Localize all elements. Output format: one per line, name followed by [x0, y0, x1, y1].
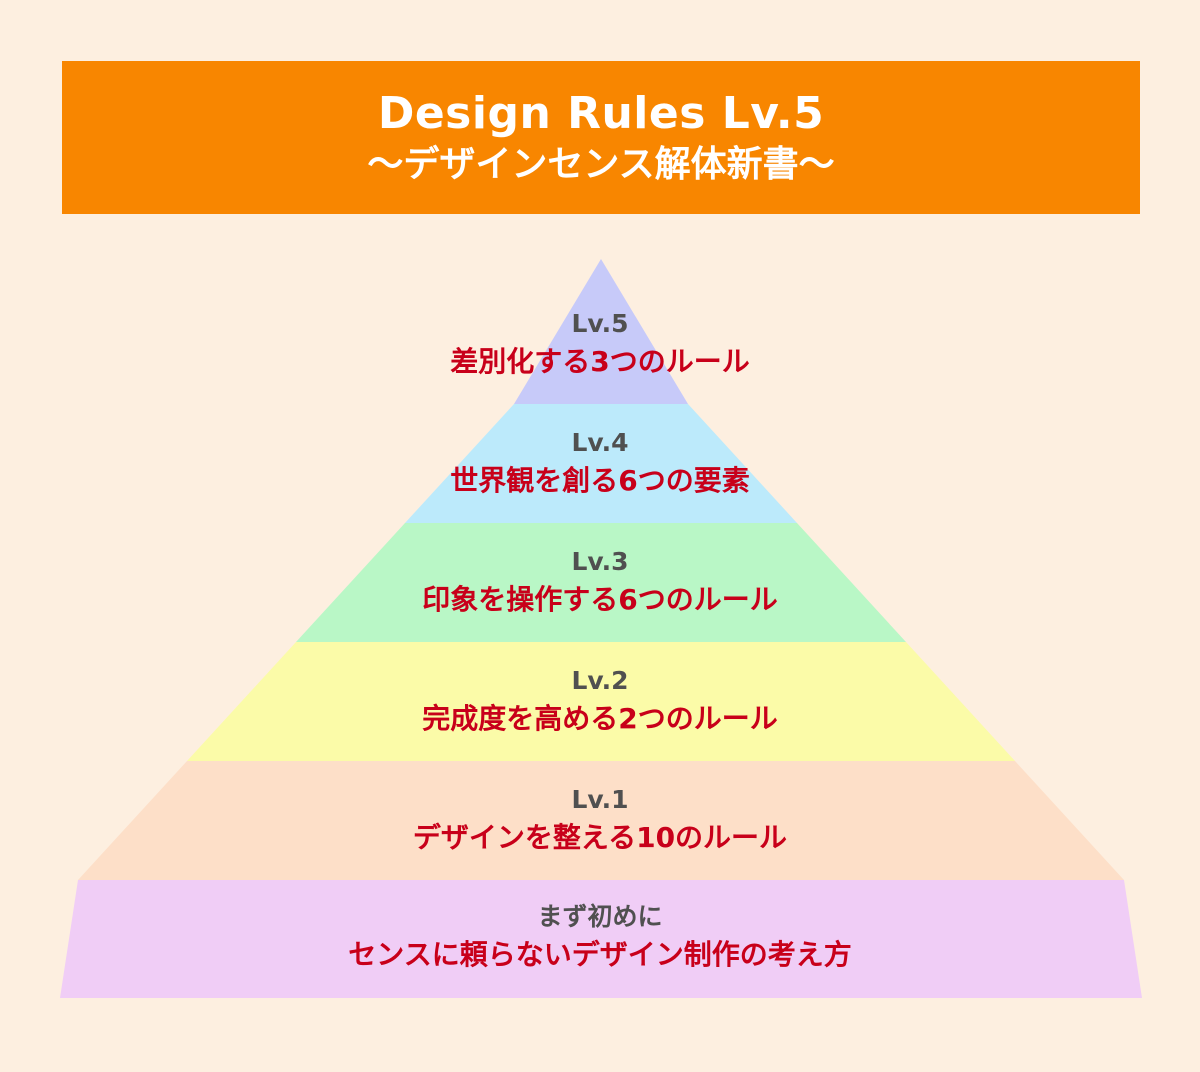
tier-lv5-description: 差別化する3つのルール: [450, 345, 750, 378]
tier-intro-level: まず初めに: [537, 902, 663, 931]
tier-lv4-shape: [405, 404, 797, 523]
tier-lv2-description: 完成度を高める2つのルール: [422, 702, 778, 735]
tier-lv1-shape: [78, 761, 1124, 880]
tier-intro-description: センスに頼らないデザイン制作の考え方: [348, 938, 852, 971]
title-line-1: Design Rules Lv.5: [377, 87, 825, 139]
tier-lv1: Lv.1 デザインを整える10のルール: [0, 782, 1200, 858]
tier-intro-shape: [60, 880, 1142, 998]
tier-lv5: Lv.5 差別化する3つのルール: [0, 306, 1200, 382]
tier-intro: まず初めに センスに頼らないデザイン制作の考え方: [0, 899, 1200, 975]
tier-lv4: Lv.4 世界観を創る6つの要素: [0, 425, 1200, 501]
tier-lv2-level: Lv.2: [571, 666, 629, 695]
tier-lv2: Lv.2 完成度を高める2つのルール: [0, 663, 1200, 739]
tier-lv4-level: Lv.4: [571, 428, 629, 457]
tier-lv3-description: 印象を操作する6つのルール: [422, 583, 778, 616]
tier-lv2-shape: [187, 642, 1015, 761]
tier-lv3: Lv.3 印象を操作する6つのルール: [0, 544, 1200, 620]
tier-lv3-level: Lv.3: [571, 547, 629, 576]
tier-lv5-level: Lv.5: [571, 309, 629, 338]
tier-lv4-description: 世界観を創る6つの要素: [450, 464, 750, 497]
tier-lv5-shape: [514, 259, 688, 404]
tier-lv3-shape: [296, 523, 906, 642]
title-banner: Design Rules Lv.5 〜デザインセンス解体新書〜: [62, 61, 1140, 214]
tier-lv1-description: デザインを整える10のルール: [412, 821, 788, 854]
tier-lv1-level: Lv.1: [571, 785, 629, 814]
title-line-2: 〜デザインセンス解体新書〜: [367, 143, 835, 185]
